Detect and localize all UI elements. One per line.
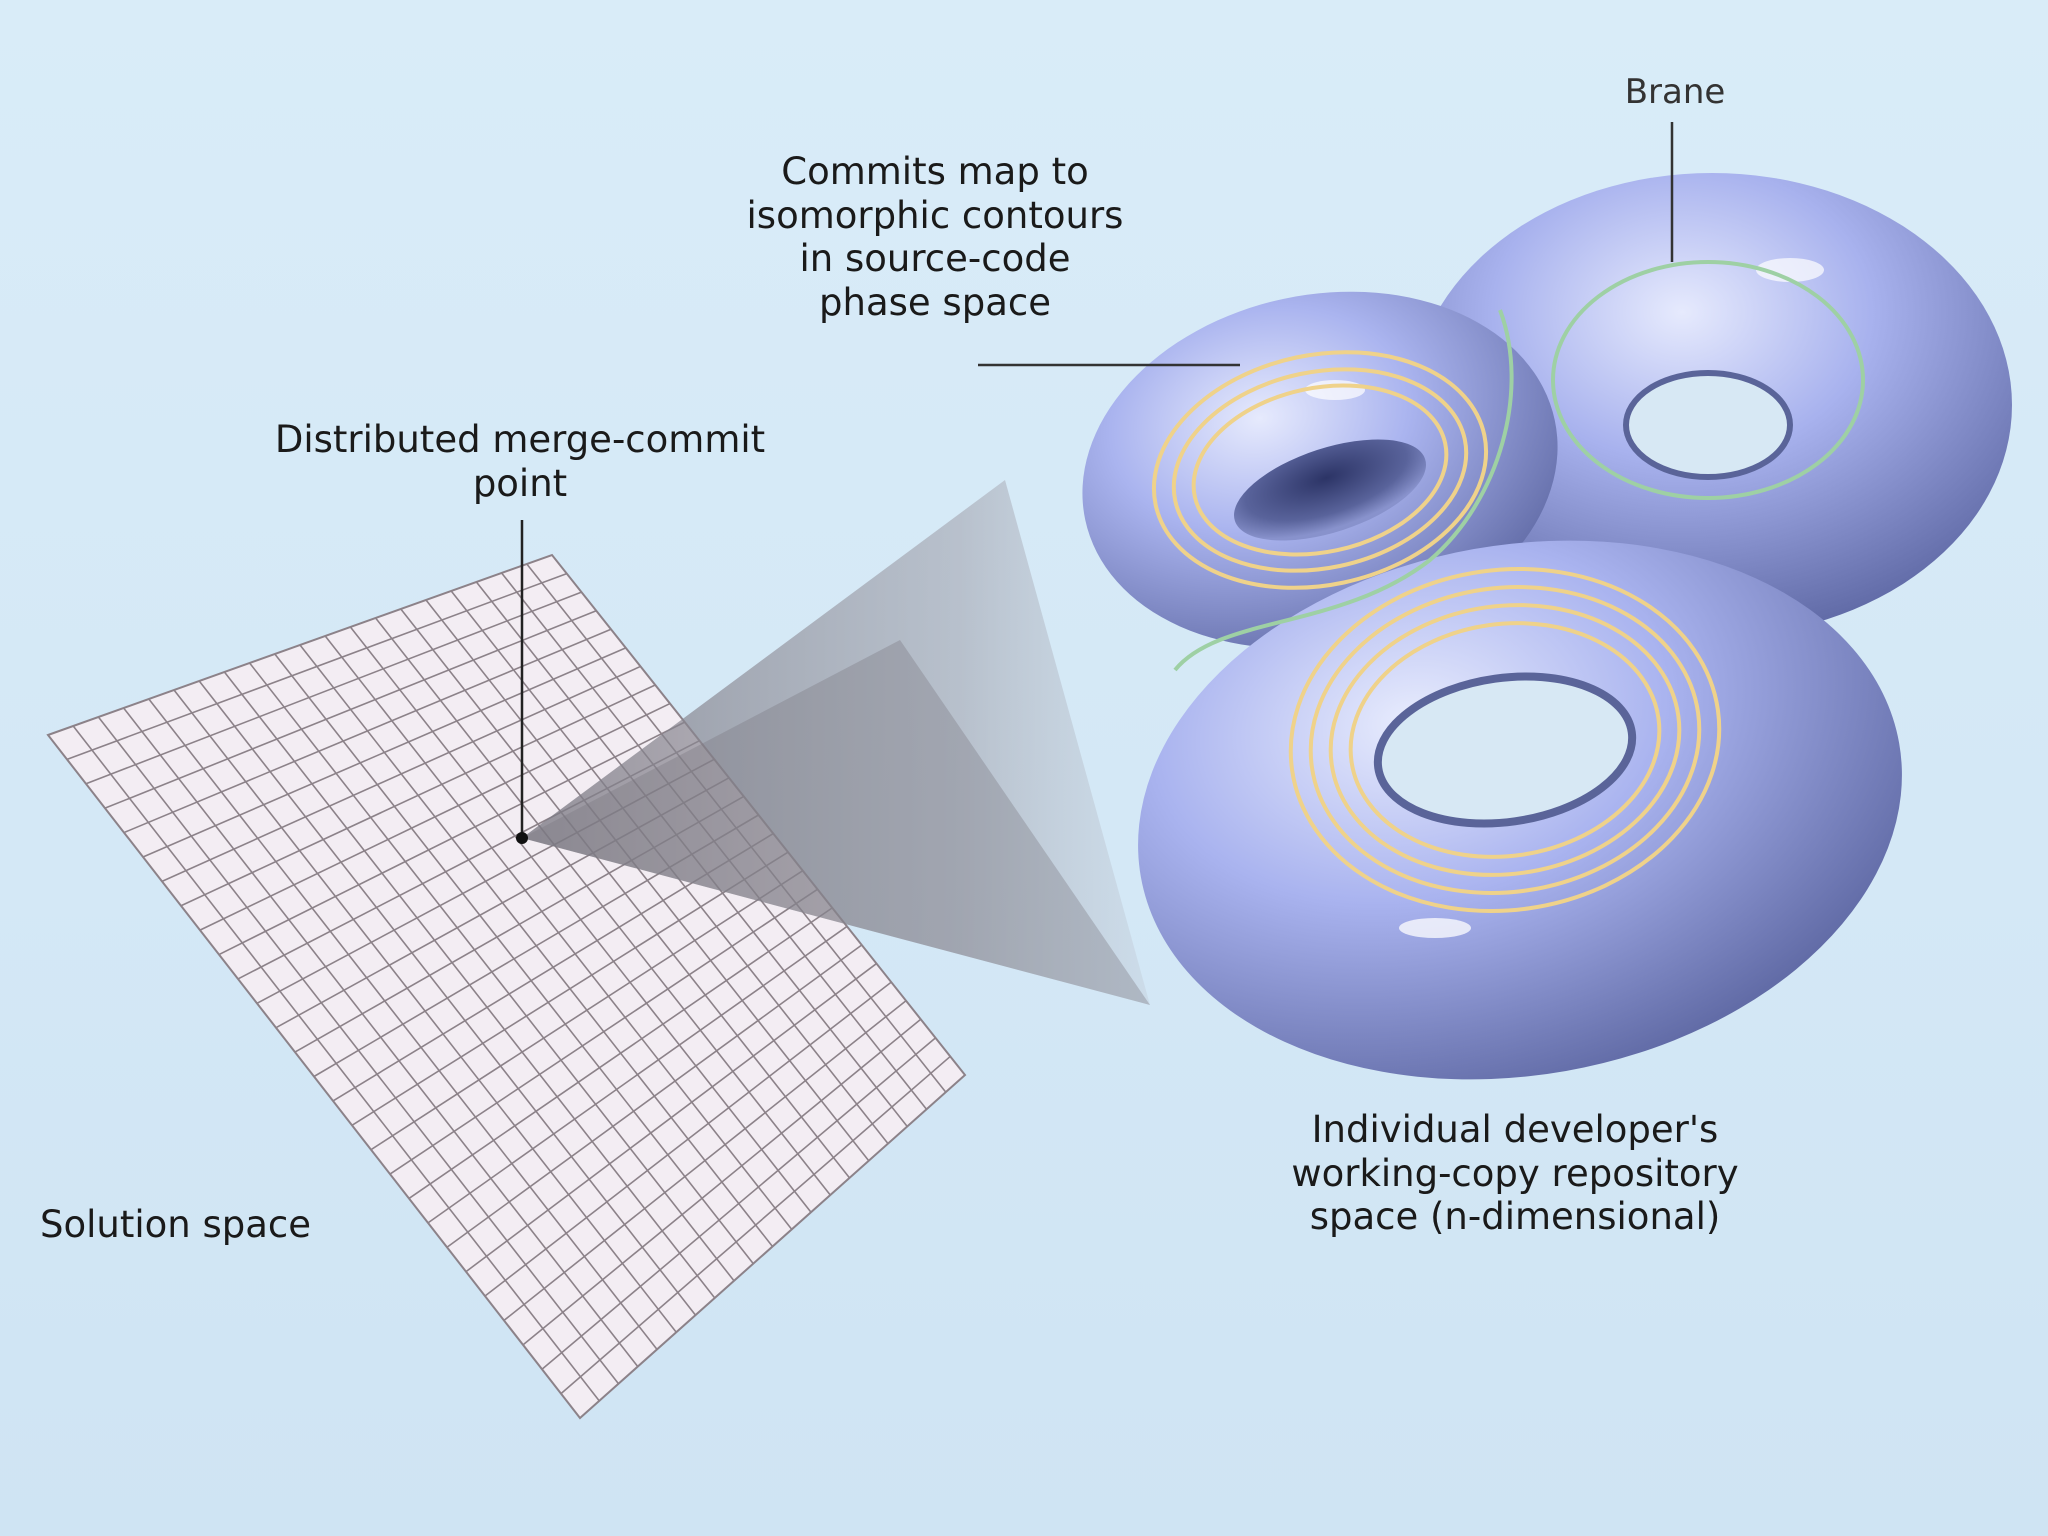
grid-line-horizontal — [541, 1037, 937, 1370]
commit-contours-bottom — [1288, 567, 1722, 913]
surface-highlight — [1756, 258, 1824, 282]
grid-line-horizontal — [180, 684, 656, 907]
commit-contours-left — [1151, 350, 1489, 590]
grid-line-horizontal — [351, 851, 789, 1126]
projection-beam — [522, 480, 1150, 1005]
merge-commit-point — [516, 832, 528, 844]
developer-space-label: Individual developer's working-copy repo… — [1291, 1108, 1739, 1239]
solution-space-label: Solution space — [40, 1203, 312, 1246]
commits-label: Commits map to isomorphic contours in so… — [746, 150, 1124, 324]
merge-point-label: Distributed merge-commit point — [274, 418, 766, 505]
grid-line-horizontal — [446, 944, 863, 1248]
grid-line-horizontal — [66, 572, 568, 761]
grid-line-horizontal — [199, 702, 671, 931]
solution-space-plane — [46, 553, 967, 1420]
grid-line-horizontal — [427, 925, 848, 1224]
grid-line-horizontal — [465, 962, 877, 1273]
surface-highlight — [1305, 380, 1365, 400]
grid-line-horizontal — [104, 609, 597, 809]
brane-contour-boundary — [1173, 309, 1514, 672]
grid-line-horizontal — [85, 591, 582, 785]
grid-line-horizontal — [123, 628, 612, 834]
grid-line-horizontal — [142, 647, 627, 858]
grid-line-horizontal — [408, 907, 833, 1200]
plane-surface — [46, 553, 967, 1420]
grid-line-horizontal — [522, 1018, 922, 1346]
brane-contour — [1551, 260, 1865, 500]
grid-line-horizontal — [560, 1055, 951, 1395]
grid-line-horizontal — [503, 1000, 907, 1322]
grid-line-horizontal — [161, 665, 641, 883]
projection-beam-shade — [522, 640, 1150, 1005]
surface-hole-left — [1234, 439, 1426, 541]
surface-hole-right — [1623, 370, 1793, 480]
grid-line-horizontal — [389, 888, 818, 1175]
grid-line-horizontal — [370, 870, 804, 1151]
repository-surface — [1082, 173, 2012, 1080]
grid-line-horizontal — [218, 721, 686, 956]
grid-line-horizontal — [484, 981, 892, 1297]
surface-highlight — [1399, 918, 1471, 938]
plane-grid-lines — [66, 563, 951, 1402]
surface-hole-bottom — [1373, 672, 1637, 828]
brane-label: Brane — [1624, 72, 1726, 112]
